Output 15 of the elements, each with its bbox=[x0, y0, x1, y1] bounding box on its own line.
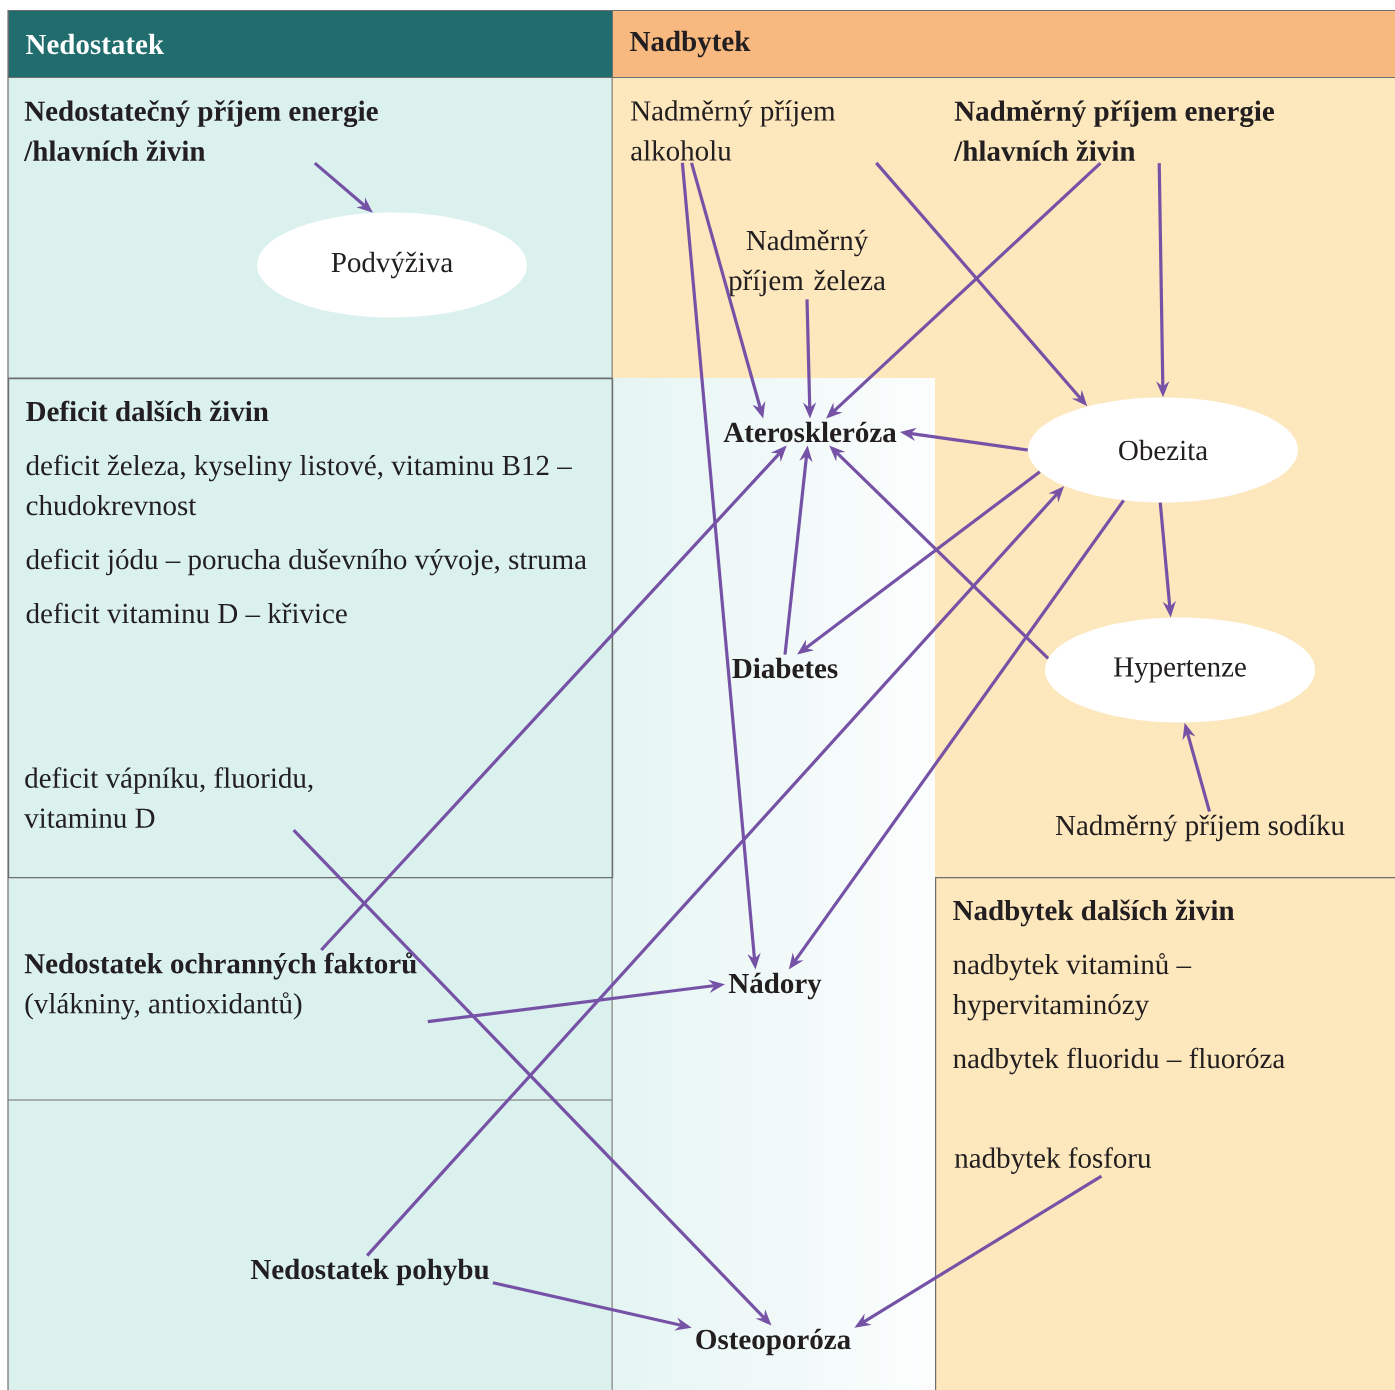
cause-text: Nadměrný příjem sodíku bbox=[1055, 814, 1345, 842]
cause-text: nadbytek fosforu bbox=[954, 1147, 1152, 1174]
cause-text: Nedostatek pohybu bbox=[250, 1258, 489, 1286]
cause-text: Nedostatečný příjem energie /hlavních živin bbox=[23, 100, 378, 161]
cause-text: Nadměrný příjem železa bbox=[728, 229, 886, 297]
header-band: Nadbytek bbox=[612, 10, 1395, 78]
cause-text: Nedostatek ochranných faktorů (vlákniny, antioxidantů) bbox=[24, 952, 417, 1020]
header-band: Nedostatek bbox=[8, 10, 613, 78]
cause-text: Nadměrný příjem energie /hlavních živin bbox=[953, 100, 1274, 161]
cause-text: deficit vápníku, fluoridu, vitaminu D bbox=[24, 767, 313, 828]
disease-label: Nádory bbox=[728, 972, 822, 1000]
cause-text: Nadměrný příjem alkoholu bbox=[631, 100, 836, 161]
disease-label: Ateroskleróza bbox=[723, 421, 897, 443]
disease-label: Osteoporóza bbox=[696, 1328, 851, 1356]
disease-label: Diabetes bbox=[732, 657, 838, 679]
